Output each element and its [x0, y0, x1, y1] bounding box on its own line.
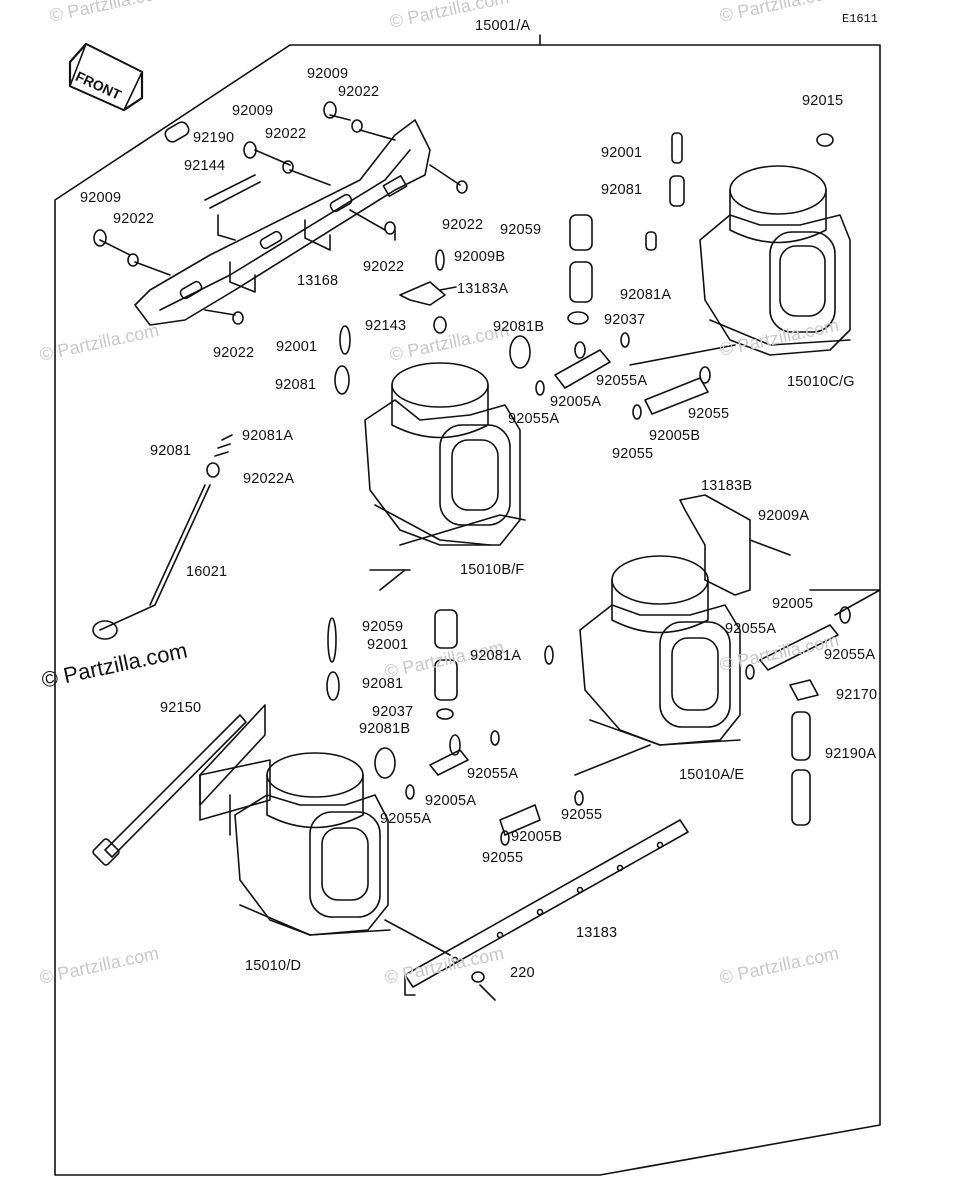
part-label[interactable]: 92081A [470, 648, 522, 664]
part-label[interactable]: 92022 [363, 259, 405, 275]
part-label[interactable]: 92059 [362, 619, 404, 635]
part-label[interactable]: 92190A [825, 746, 877, 762]
carburetor-15010A-E [579, 555, 741, 746]
part-label[interactable]: 92037 [604, 312, 646, 328]
part-label[interactable]: 92081 [362, 676, 404, 692]
front-arrow-icon [68, 42, 144, 112]
part-label[interactable]: 92055 [688, 406, 730, 422]
throttle-cable [92, 434, 233, 640]
part-label[interactable]: 13183A [457, 281, 509, 297]
part-label[interactable]: 92055A [596, 373, 648, 389]
part-label[interactable]: 92190 [193, 130, 235, 146]
part-label[interactable]: 92055 [482, 850, 524, 866]
part-label[interactable]: 92009A [758, 508, 810, 524]
part-label[interactable]: 92005B [511, 829, 563, 845]
part-label[interactable]: 16021 [186, 564, 228, 580]
part-label[interactable]: 92144 [184, 158, 226, 174]
part-label[interactable]: 92055A [824, 647, 876, 663]
part-label[interactable]: 92009 [307, 66, 349, 82]
part-label[interactable]: 92005B [649, 428, 701, 444]
hardware-pieces [93, 101, 834, 395]
part-label[interactable]: 92081B [359, 721, 411, 737]
part-label[interactable]: 92055 [561, 807, 603, 823]
part-label[interactable]: 92059 [500, 222, 542, 238]
part-label[interactable]: 15010/D [245, 958, 302, 974]
carburetor-15010C-G [699, 165, 851, 356]
part-label[interactable]: 13168 [297, 273, 339, 289]
part-label[interactable]: 92055A [725, 621, 777, 637]
part-label[interactable]: 92055A [380, 811, 432, 827]
part-label[interactable]: 92001 [276, 339, 318, 355]
part-label[interactable]: 15010A/E [679, 767, 745, 783]
part-label[interactable]: 92081A [242, 428, 294, 444]
bracket-13183b [679, 494, 751, 596]
part-label[interactable]: 92170 [836, 687, 878, 703]
part-label[interactable]: 15010B/F [460, 562, 525, 578]
part-label[interactable]: 92015 [802, 93, 844, 109]
part-label[interactable]: 92009B [454, 249, 506, 265]
part-label[interactable]: 92055 [612, 446, 654, 462]
part-label[interactable]: 92022 [265, 126, 307, 142]
part-label[interactable]: 15010C/G [787, 374, 855, 390]
part-label[interactable]: 92037 [372, 704, 414, 720]
part-label[interactable]: 92005 [772, 596, 814, 612]
part-label[interactable]: 220 [510, 965, 535, 981]
part-label[interactable]: 92005A [550, 394, 602, 410]
part-label[interactable]: 92005A [425, 793, 477, 809]
part-label[interactable]: 92081B [493, 319, 545, 335]
long-screw-92150 [92, 704, 266, 866]
part-label[interactable]: 92143 [365, 318, 407, 334]
part-label[interactable]: 92001 [601, 145, 643, 161]
part-label[interactable]: 92081 [275, 377, 317, 393]
carburetor-15010-D [234, 752, 391, 936]
part-label[interactable]: 92022 [213, 345, 255, 361]
part-label[interactable]: 92081 [150, 443, 192, 459]
part-label[interactable]: 92081A [620, 287, 672, 303]
part-label[interactable]: 15001/A [475, 18, 531, 34]
top-bracket [134, 119, 431, 326]
part-label[interactable]: 92001 [367, 637, 409, 653]
part-label[interactable]: 92150 [160, 700, 202, 716]
part-label[interactable]: 92081 [601, 182, 643, 198]
part-label[interactable]: 92022 [338, 84, 380, 100]
diagram-code: E1611 [842, 12, 879, 26]
part-label[interactable]: 92022 [442, 217, 484, 233]
part-label[interactable]: 13183B [701, 478, 753, 494]
part-label[interactable]: 92022 [113, 211, 155, 227]
part-label[interactable]: 92009 [232, 103, 274, 119]
part-label[interactable]: 92055A [508, 411, 560, 427]
fuel-fittings [326, 332, 851, 846]
bar-13183 [404, 819, 689, 1001]
part-label[interactable]: 92022A [243, 471, 295, 487]
frame-outline [54, 44, 881, 1176]
part-label[interactable]: 92055A [467, 766, 519, 782]
part-label[interactable]: 13183 [576, 925, 618, 941]
part-label[interactable]: 92009 [80, 190, 122, 206]
carburetor-15010B-F [364, 362, 526, 571]
